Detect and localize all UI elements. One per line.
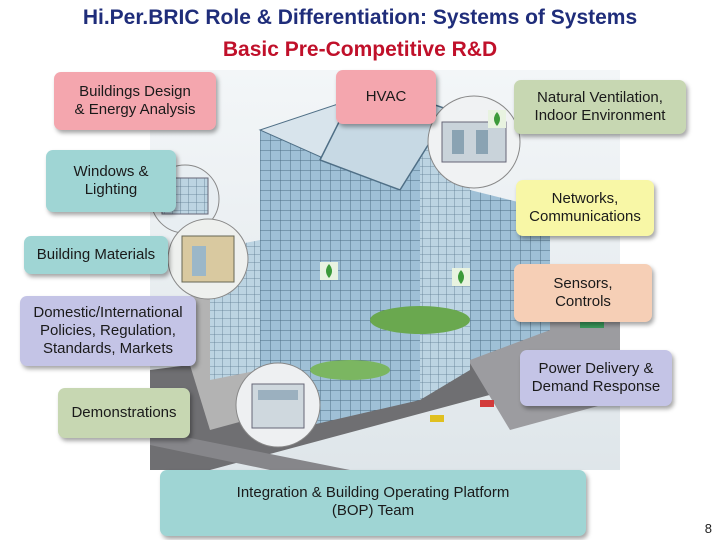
- networks-box: Networks, Communications: [516, 180, 654, 236]
- page-subtitle: Basic Pre-Competitive R&D: [222, 38, 498, 61]
- sensors-box: Sensors, Controls: [514, 264, 652, 322]
- page-number: 8: [704, 521, 712, 536]
- power-delivery-box: Power Delivery & Demand Response: [520, 350, 672, 406]
- integration-box: Integration & Building Operating Platfor…: [160, 470, 586, 536]
- leaf-icon: [452, 268, 470, 286]
- page-title: Hi.Per.BRIC Role & Differentiation: Syst…: [82, 6, 638, 29]
- policies-box: Domestic/International Policies, Regulat…: [20, 296, 196, 366]
- building-materials-box: Building Materials: [24, 236, 168, 274]
- demonstrations-box: Demonstrations: [58, 388, 190, 438]
- ventilation-inset: [427, 95, 521, 189]
- demonstrations-inset: [235, 362, 321, 448]
- natural-ventilation-box: Natural Ventilation, Indoor Environment: [514, 80, 686, 134]
- hvac-box: HVAC: [336, 70, 436, 124]
- leaf-icon: [488, 110, 506, 128]
- windows-lighting-box: Windows & Lighting: [46, 150, 176, 212]
- buildings-design-box: Buildings Design & Energy Analysis: [54, 72, 216, 130]
- materials-inset: [167, 218, 249, 300]
- leaf-icon: [320, 262, 338, 280]
